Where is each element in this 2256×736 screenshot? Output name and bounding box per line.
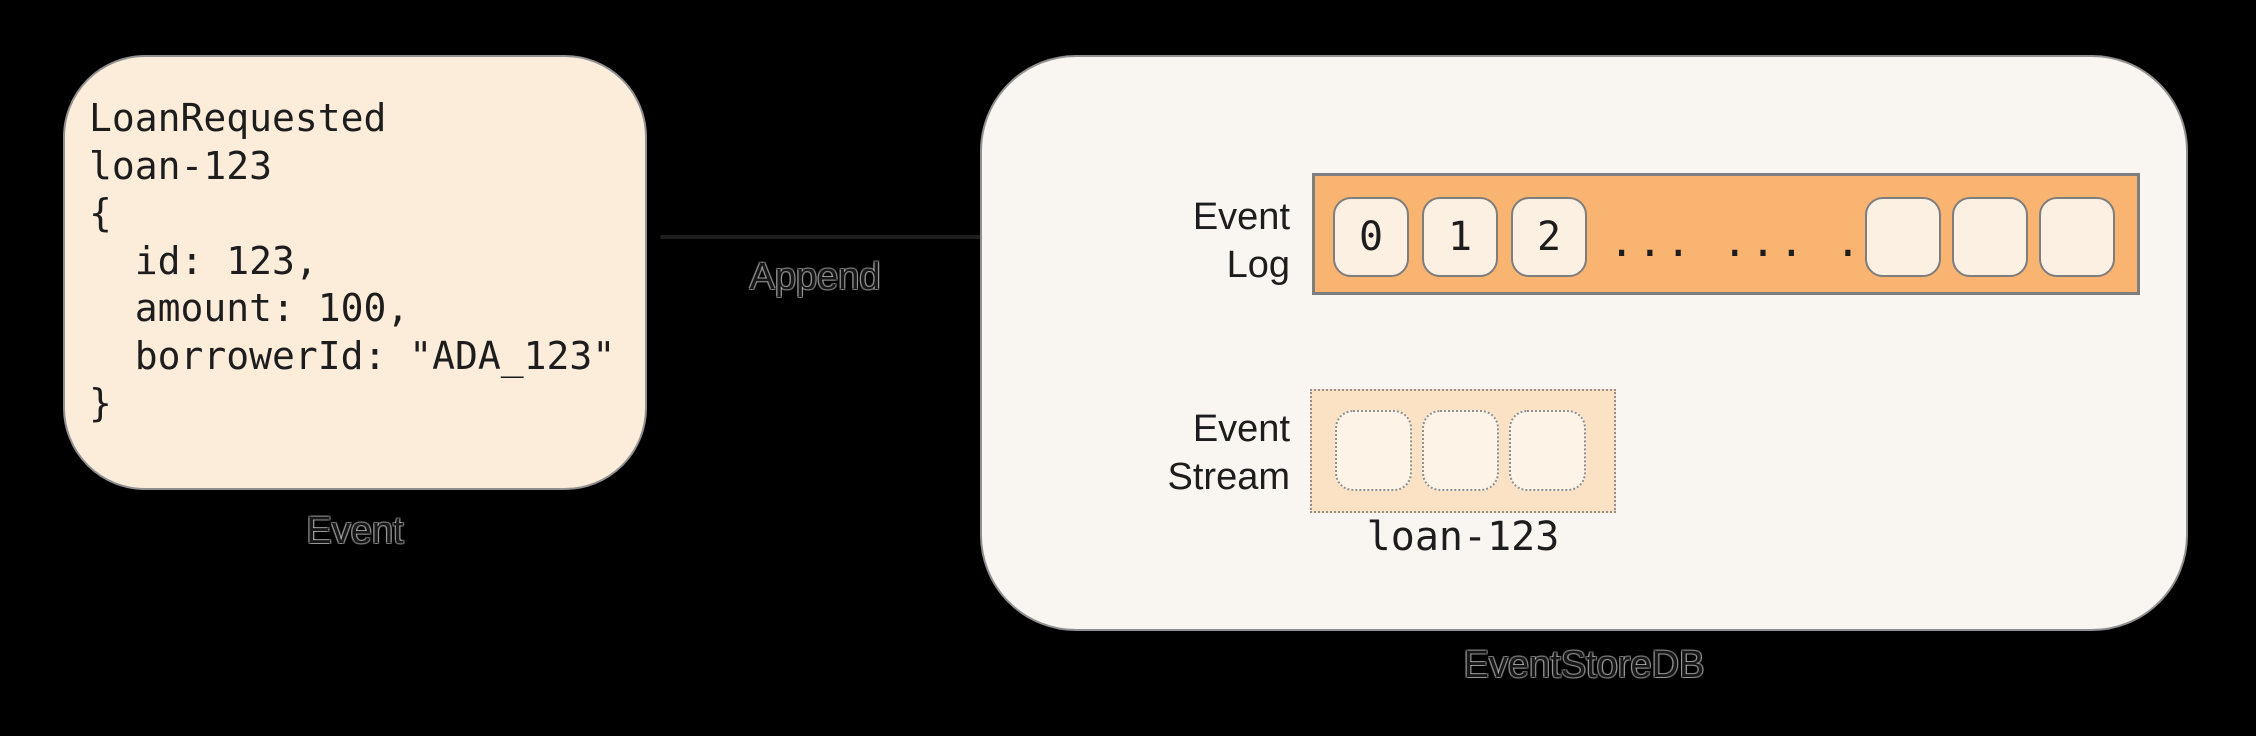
empty-cell <box>1422 410 1499 491</box>
empty-cell <box>1509 410 1586 491</box>
eventstoredb-box <box>980 55 2188 631</box>
event-stream-label: Event Stream <box>1167 408 1290 498</box>
append-arrow-label: Append <box>749 256 881 298</box>
stream-name-label: loan-123 <box>1366 514 1560 560</box>
empty-cell <box>1335 410 1412 491</box>
empty-cell <box>2039 197 2115 277</box>
event-code-text: LoanRequested loan-123 { id: 123, amount… <box>89 96 616 425</box>
log-cell: 0 <box>1333 197 1409 277</box>
event-log-empty-cells <box>1865 197 2115 277</box>
event-stream-box <box>1310 389 1616 513</box>
event-stream-empty-cells <box>1335 410 1586 491</box>
event-box-caption: Event <box>306 510 404 552</box>
log-cell: 2 <box>1511 197 1587 277</box>
event-box: LoanRequested loan-123 { id: 123, amount… <box>63 55 647 490</box>
event-log-label: Event Log <box>1192 196 1290 286</box>
eventstoredb-caption: EventStoreDB <box>1463 644 1705 686</box>
empty-cell <box>1865 197 1941 277</box>
empty-cell <box>1952 197 2028 277</box>
log-cell: 1 <box>1422 197 1498 277</box>
